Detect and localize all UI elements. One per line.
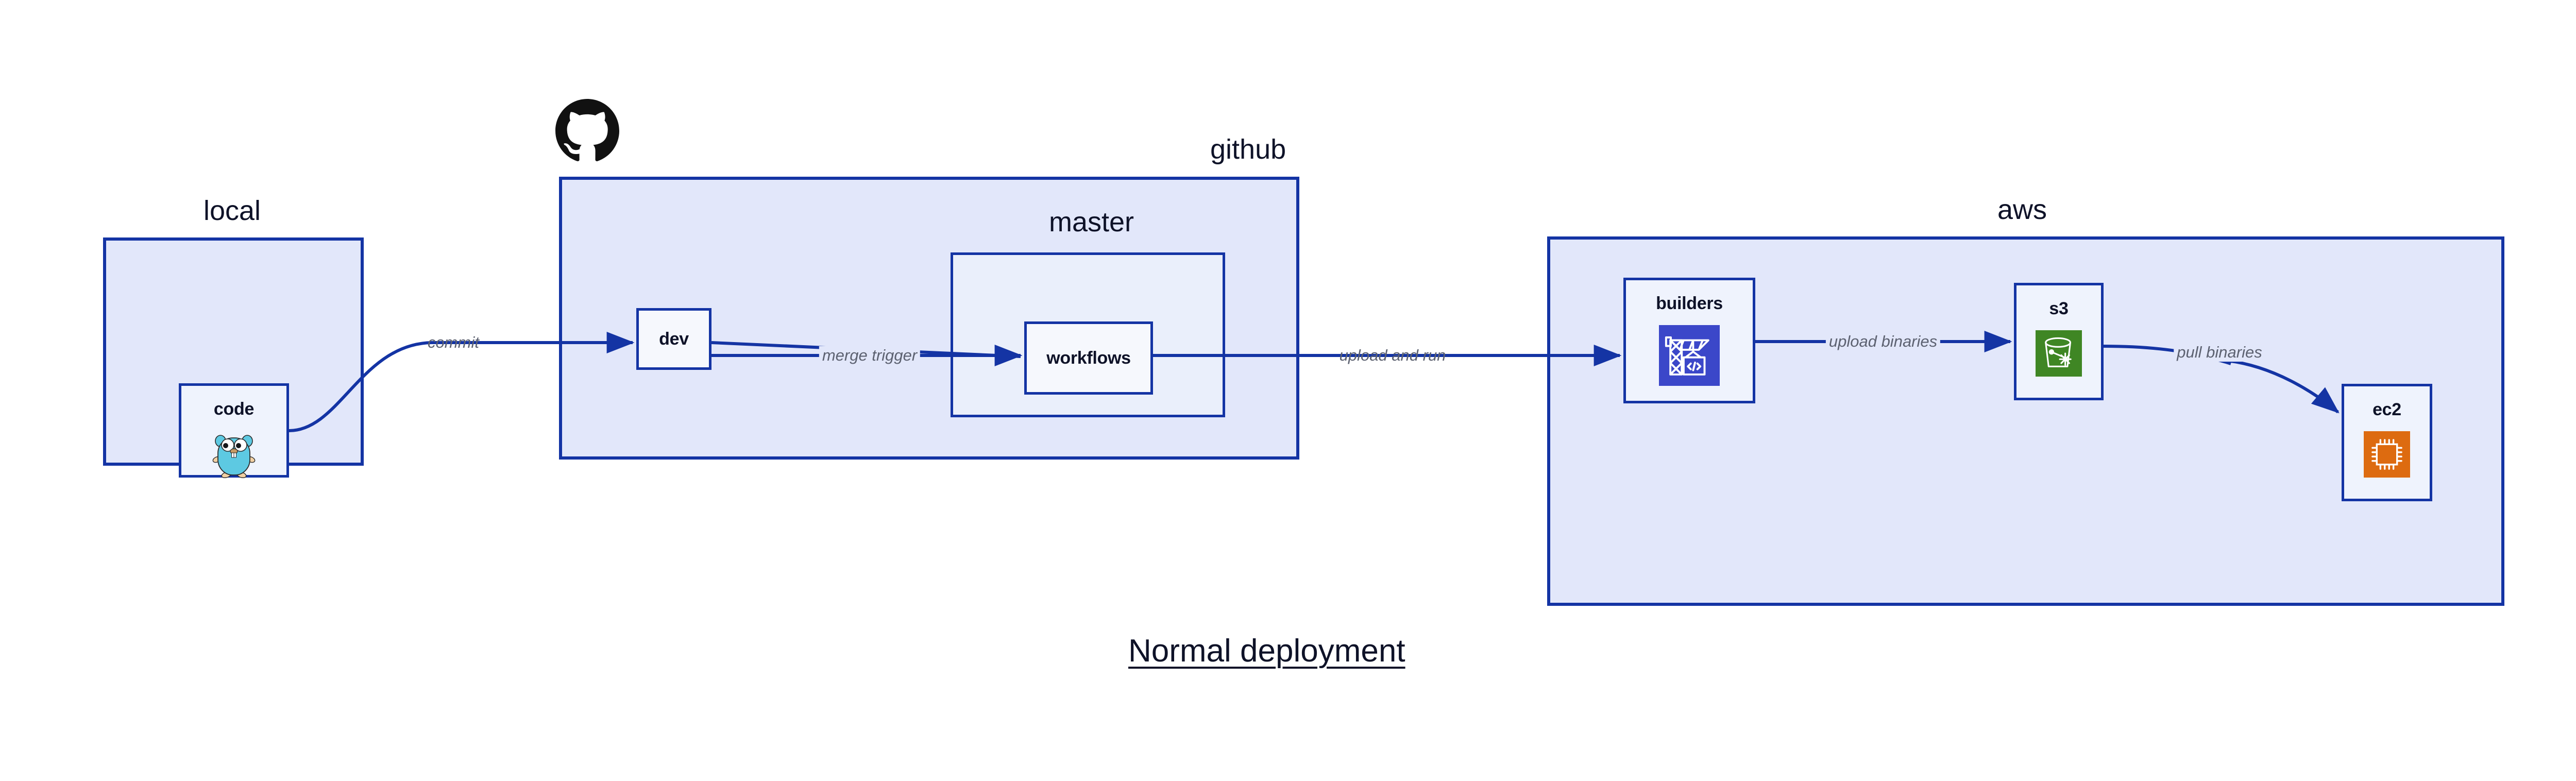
node-workflows[interactable]: workflows — [1024, 321, 1153, 395]
edge-label-upload-binaries: upload binaries — [1825, 332, 1941, 351]
node-dev[interactable]: dev — [636, 308, 711, 370]
node-workflows-label: workflows — [1046, 348, 1131, 368]
node-builders-label: builders — [1656, 294, 1723, 313]
edge-label-pull-binaries: pull binaries — [2174, 343, 2265, 362]
node-s3-label: s3 — [2049, 299, 2069, 318]
cpu-chip-icon — [2364, 431, 2410, 478]
group-master-label: master — [1049, 207, 1134, 237]
group-local-label: local — [204, 195, 261, 226]
edge-label-merge-trigger: merge trigger — [819, 346, 921, 365]
node-builders[interactable]: builders — [1623, 278, 1755, 403]
edge-label-upload-and-run: upload and run — [1339, 346, 1446, 364]
node-ec2[interactable]: ec2 — [2342, 384, 2432, 501]
s3-bucket-icon — [2036, 330, 2082, 377]
crane-code-icon — [1659, 325, 1720, 386]
node-dev-label: dev — [659, 329, 689, 349]
node-s3[interactable]: s3 — [2014, 283, 2104, 400]
github-octocat-icon — [555, 99, 619, 163]
page-title: Normal deployment — [1128, 633, 1405, 669]
edge-label-commit: commit — [428, 333, 479, 351]
group-aws-label: aws — [1997, 194, 2047, 225]
node-code[interactable]: code — [179, 383, 289, 479]
node-code-label: code — [213, 399, 255, 419]
group-github-label: github — [1210, 134, 1286, 165]
node-ec2-label: ec2 — [2372, 400, 2401, 419]
go-gopher-icon — [212, 431, 256, 479]
